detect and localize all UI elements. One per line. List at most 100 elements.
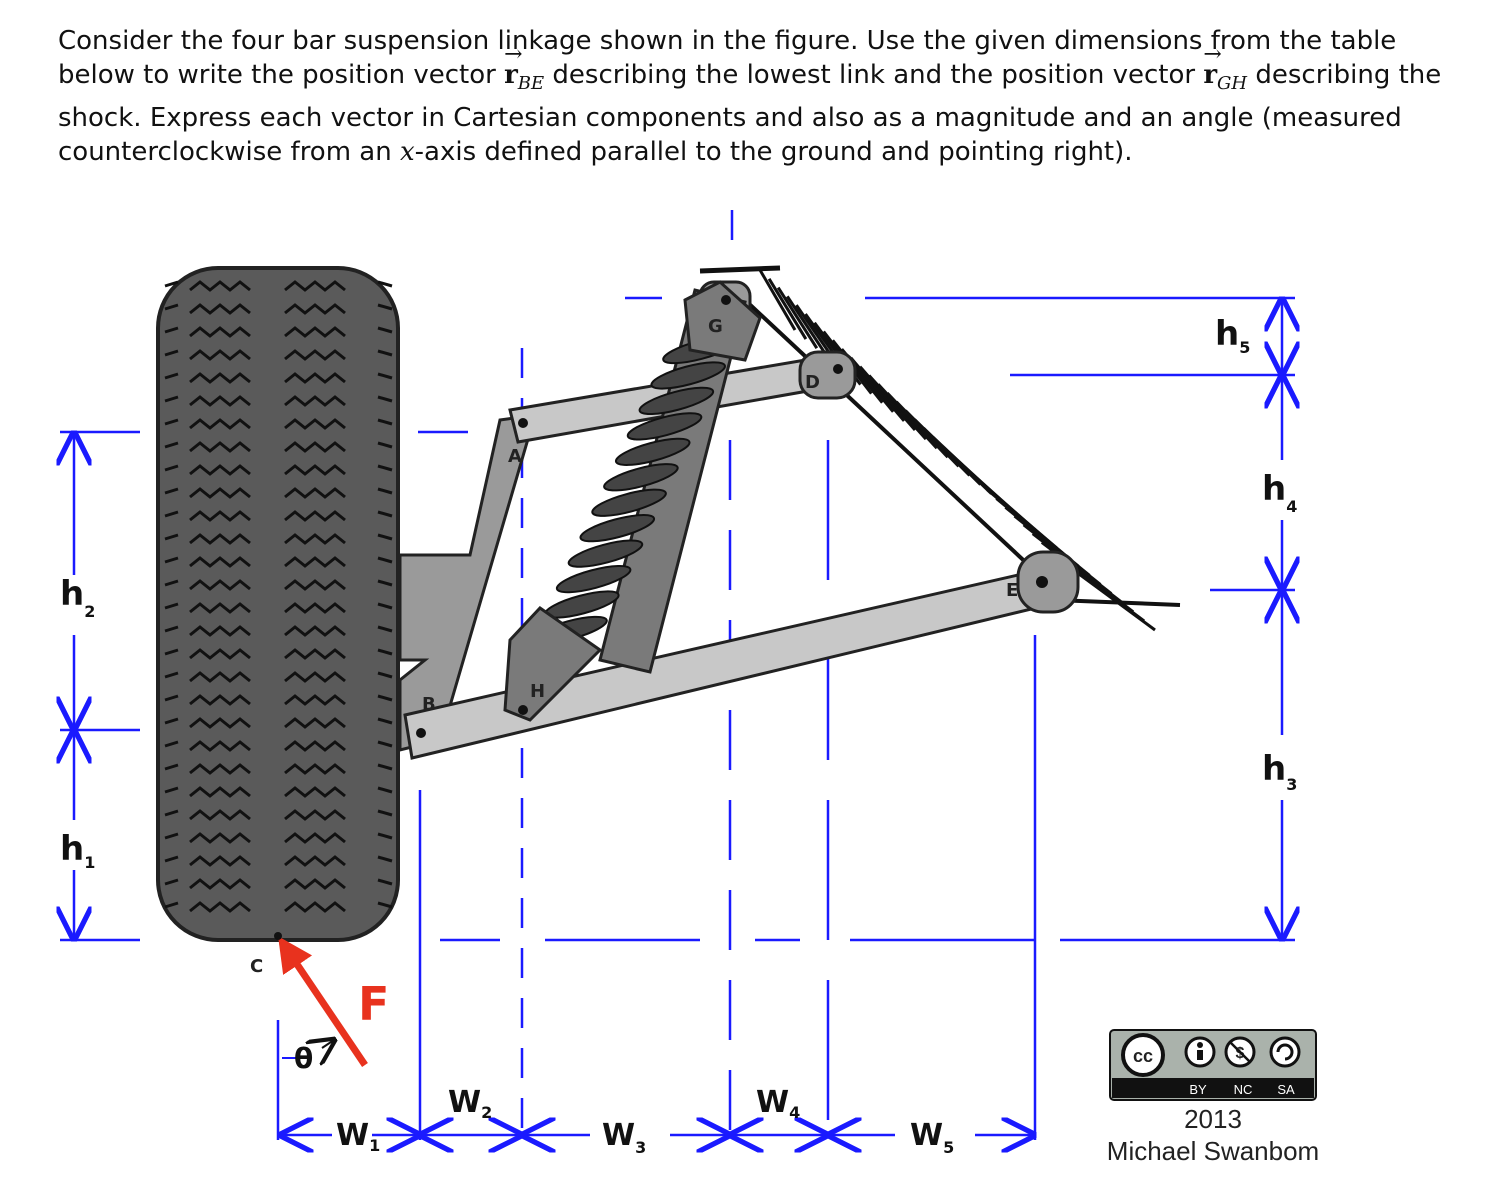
tread-mark bbox=[377, 648, 393, 656]
label-h: H bbox=[530, 681, 545, 702]
tread-mark bbox=[377, 602, 393, 610]
tread-zigzag bbox=[189, 671, 251, 683]
tread-mark bbox=[164, 579, 179, 587]
dimension-lines bbox=[60, 210, 1295, 1140]
tread-zigzag bbox=[189, 832, 251, 844]
tread-mark bbox=[377, 464, 393, 472]
tread-zigzag bbox=[189, 533, 251, 545]
tread-mark bbox=[164, 372, 179, 380]
spring-coil bbox=[638, 386, 715, 416]
tread-zigzag bbox=[189, 809, 251, 821]
tread-mark bbox=[164, 602, 179, 610]
label-w3: W3 bbox=[602, 1118, 646, 1157]
problem-text-1: Consider the four bar suspension linkage… bbox=[58, 26, 1397, 90]
tread-zigzag bbox=[284, 763, 346, 775]
spring-coil bbox=[567, 539, 644, 568]
tread-mark bbox=[377, 418, 393, 426]
tread-mark bbox=[164, 533, 179, 541]
shock-absorber bbox=[503, 280, 762, 722]
tread-mark bbox=[377, 533, 393, 541]
label-d: D bbox=[805, 372, 820, 393]
tread-mark bbox=[377, 280, 393, 288]
tread-zigzag bbox=[284, 441, 346, 453]
tread-zigzag bbox=[284, 349, 346, 361]
tread-zigzag bbox=[189, 280, 251, 292]
tread-zigzag bbox=[284, 740, 346, 752]
tread-mark bbox=[164, 303, 179, 311]
hatch-line bbox=[776, 286, 819, 349]
tread-mark bbox=[377, 901, 393, 909]
license-author: Michael Swanbom bbox=[1107, 1136, 1319, 1166]
problem-statement: Consider the four bar suspension linkage… bbox=[58, 24, 1458, 169]
tread-zigzag bbox=[284, 303, 346, 315]
svg-text:SA: SA bbox=[1277, 1082, 1295, 1097]
hatch-line bbox=[831, 339, 884, 404]
force-arrow: F bbox=[274, 932, 389, 1067]
tread-zigzag bbox=[189, 372, 251, 384]
angle-marker: θ bbox=[282, 1040, 334, 1075]
tread-zigzag bbox=[189, 464, 251, 476]
tread-mark bbox=[377, 740, 393, 748]
frame-hatching bbox=[699, 265, 1181, 632]
tread-zigzag bbox=[284, 809, 346, 821]
label-c: C bbox=[250, 956, 263, 977]
tread-zigzag bbox=[189, 740, 251, 752]
tread-zigzag bbox=[284, 901, 346, 913]
tread-zigzag bbox=[189, 901, 251, 913]
label-h5: h5 bbox=[1215, 314, 1250, 357]
vector-r-gh: rGH bbox=[1203, 38, 1247, 101]
spring-coil bbox=[650, 361, 726, 390]
tread-mark bbox=[164, 671, 179, 679]
tread-zigzag bbox=[284, 602, 346, 614]
cc-icon bbox=[1121, 1033, 1165, 1077]
pivot-d bbox=[833, 364, 843, 374]
hatch-line bbox=[767, 278, 808, 340]
tread-zigzag bbox=[284, 326, 346, 338]
tread-zigzag bbox=[189, 786, 251, 798]
tread-mark bbox=[377, 694, 393, 702]
vector-r-be: rBE bbox=[504, 38, 544, 101]
tread-zigzag bbox=[284, 855, 346, 867]
tread-mark bbox=[164, 832, 179, 840]
label-h4: h4 bbox=[1262, 469, 1297, 516]
tread-mark bbox=[377, 671, 393, 679]
x-axis-symbol: x bbox=[400, 137, 415, 168]
tread-mark bbox=[377, 326, 393, 334]
tread-zigzag bbox=[189, 418, 251, 430]
tread-mark bbox=[377, 441, 393, 449]
tread-mark bbox=[377, 855, 393, 863]
tread-zigzag bbox=[284, 510, 346, 522]
hatch-line bbox=[849, 356, 906, 422]
tread-mark bbox=[164, 349, 179, 357]
pivot-h bbox=[518, 705, 528, 715]
tread-mark bbox=[164, 510, 179, 518]
tread-mark bbox=[377, 717, 393, 725]
tread-mark bbox=[164, 487, 179, 495]
label-a: A bbox=[508, 446, 522, 467]
tread-zigzag bbox=[284, 786, 346, 798]
tread-mark bbox=[164, 326, 179, 334]
tread-zigzag bbox=[189, 487, 251, 499]
tread-mark bbox=[377, 809, 393, 817]
tread-zigzag bbox=[189, 717, 251, 729]
tread-zigzag bbox=[189, 579, 251, 591]
tread-mark bbox=[377, 556, 393, 564]
theta-label: θ bbox=[294, 1042, 313, 1075]
tread-mark bbox=[164, 763, 179, 771]
label-g: G bbox=[708, 316, 723, 337]
tread-zigzag bbox=[189, 510, 251, 522]
svg-text:cc: cc bbox=[1133, 1046, 1153, 1066]
label-b: B bbox=[422, 694, 436, 715]
label-h3: h3 bbox=[1262, 749, 1297, 794]
spring-coil bbox=[591, 488, 667, 517]
sa-icon bbox=[1269, 1036, 1301, 1068]
hatch-line bbox=[858, 365, 917, 431]
tread-zigzag bbox=[189, 441, 251, 453]
pivot-g bbox=[721, 295, 731, 305]
problem-text-3: describing the shock. Express each vecto… bbox=[58, 60, 1442, 168]
tread-mark bbox=[377, 878, 393, 886]
spring-coil bbox=[626, 412, 703, 441]
tread-mark bbox=[377, 349, 393, 357]
label-w2: W2 bbox=[448, 1085, 492, 1122]
